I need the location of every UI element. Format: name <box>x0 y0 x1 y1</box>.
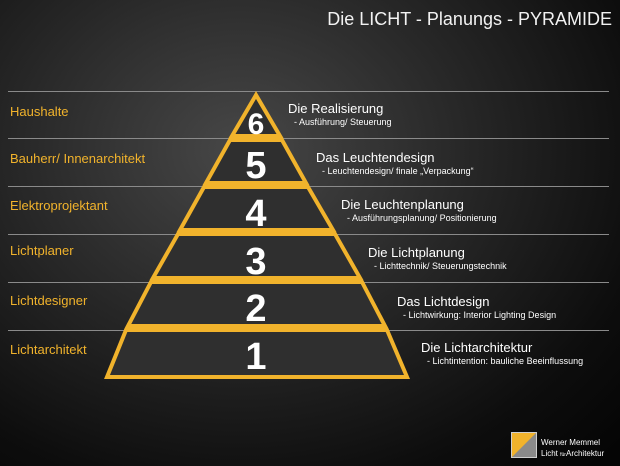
tier-number-3: 3 <box>245 241 266 283</box>
level-title-5: Das Leuchtendesign <box>316 150 435 165</box>
level-title-2: Das Lichtdesign <box>397 294 490 309</box>
pyramid-tier-6 <box>228 91 284 138</box>
level-description-2: Das Lichtdesign - Lichtwirkung: Interior… <box>397 294 556 321</box>
level-description-1: Die Lichtarchitektur - Lichtintention: b… <box>421 340 583 367</box>
level-subtitle-6: - Ausführung/ Steuerung <box>294 117 392 127</box>
role-label-3: Lichtplaner <box>10 243 74 258</box>
level-subtitle-3: - Lichttechnik/ Steuerungstechnik <box>374 261 507 271</box>
pyramid-tier-5 <box>202 138 310 185</box>
tier-number-2: 2 <box>245 288 266 330</box>
separator-line <box>8 91 609 92</box>
brand-text: Werner Memmel Licht fürArchitektur <box>541 437 604 461</box>
page-title: Die LICHT - Planungs - PYRAMIDE <box>327 9 612 29</box>
brand-logo-icon <box>511 432 537 458</box>
role-label-5: Bauherr/ Innenarchitekt <box>10 151 146 166</box>
tier-number-6: 6 <box>248 108 265 141</box>
level-title-6: Die Realisierung <box>288 101 384 116</box>
level-title-1: Die Lichtarchitektur <box>421 340 533 355</box>
pyramid-tier-3 <box>149 232 364 280</box>
level-description-6: Die Realisierung - Ausführung/ Steuerung <box>288 101 392 128</box>
tier-number-1: 1 <box>245 336 266 378</box>
level-description-4: Die Leuchtenplanung - Ausführungsplanung… <box>341 197 497 224</box>
role-label-4: Elektroprojektant <box>10 198 108 213</box>
pyramid-tier-1 <box>104 328 411 379</box>
level-subtitle-2: - Lichtwirkung: Interior Lighting Design <box>403 310 557 320</box>
level-description-3: Die Lichtplanung - Lichttechnik/ Steueru… <box>368 245 507 272</box>
brand-tagline: Licht fürArchitektur <box>541 449 605 458</box>
pyramid-tier-4 <box>176 185 337 232</box>
level-title-4: Die Leuchtenplanung <box>341 197 464 212</box>
separator-line <box>8 138 609 139</box>
brand-name: Werner Memmel <box>541 438 600 447</box>
level-subtitle-1: - Lichtintention: bauliche Beeinflussung <box>427 356 584 366</box>
level-title-3: Die Lichtplanung <box>368 245 465 260</box>
level-subtitle-5: - Leuchtendesign/ finale „Verpackung“ <box>322 166 474 176</box>
pyramid-tier-2 <box>124 280 389 328</box>
role-label-2: Lichtdesigner <box>10 293 88 308</box>
level-subtitle-4: - Ausführungsplanung/ Positionierung <box>347 213 497 223</box>
role-label-1: Lichtarchitekt <box>10 342 87 357</box>
tier-number-5: 5 <box>245 145 266 187</box>
level-description-5: Das Leuchtendesign - Leuchtendesign/ fin… <box>316 150 474 177</box>
tier-number-4: 4 <box>245 193 266 235</box>
role-label-6: Haushalte <box>10 104 69 119</box>
